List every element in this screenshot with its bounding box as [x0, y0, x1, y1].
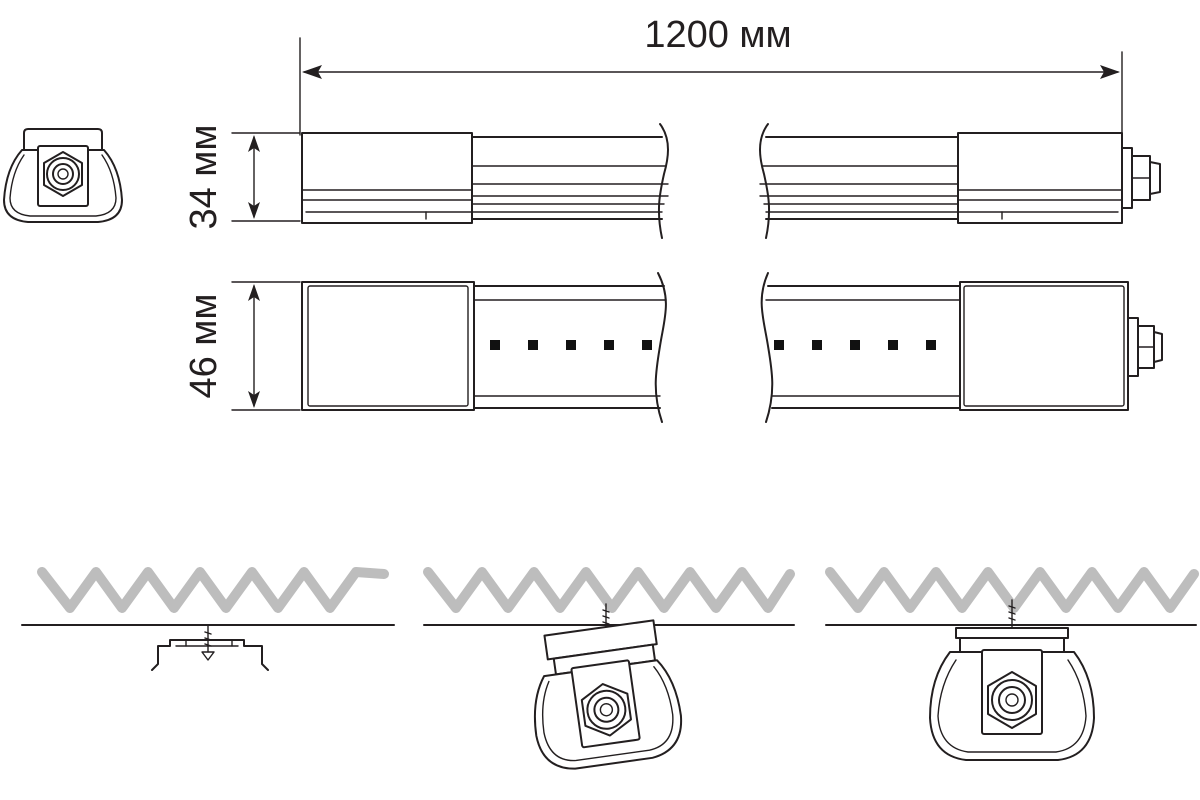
ceiling-hatch	[423, 567, 795, 613]
screw-icon	[1008, 599, 1016, 631]
mounting-step-3	[825, 567, 1199, 761]
fixture-mounted-icon	[929, 627, 1095, 761]
length-dimension: 1200 мм	[299, 14, 1123, 136]
top-view-right-section	[759, 123, 1161, 239]
height-label: 46 мм	[183, 293, 225, 398]
mounting-bracket-icon	[151, 639, 269, 671]
width-label: 34 мм	[183, 124, 225, 229]
side-view-left-section	[301, 272, 667, 423]
width-dimension: 34 мм	[183, 124, 301, 230]
led-dots	[490, 340, 936, 350]
ceiling-hatch	[37, 567, 389, 613]
mounting-step-1	[21, 567, 395, 671]
length-label: 1200 мм	[644, 14, 791, 56]
top-view-left-section	[301, 123, 669, 239]
screw-icon	[201, 625, 215, 661]
end-view-icon	[3, 128, 123, 223]
mounting-step-2	[423, 567, 795, 770]
height-dimension: 46 мм	[183, 281, 301, 411]
side-view-right-section	[760, 272, 1163, 423]
fixture-clip-on-icon	[533, 619, 683, 770]
